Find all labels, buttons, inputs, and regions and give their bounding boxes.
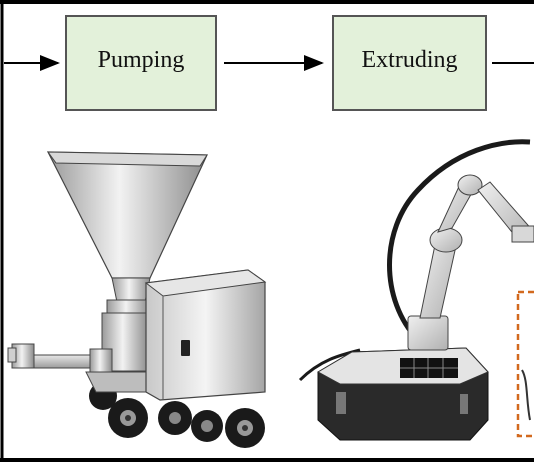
nozzle-detail-highlight [516, 290, 534, 438]
step-box-pumping [65, 15, 217, 111]
step-label-extruding: Extruding [361, 47, 458, 73]
concrete-pump-machine [7, 151, 267, 448]
step-label-pumping: Pumping [97, 47, 185, 73]
robotic-arm-printer [298, 139, 534, 441]
step-box-extruding [332, 15, 487, 111]
